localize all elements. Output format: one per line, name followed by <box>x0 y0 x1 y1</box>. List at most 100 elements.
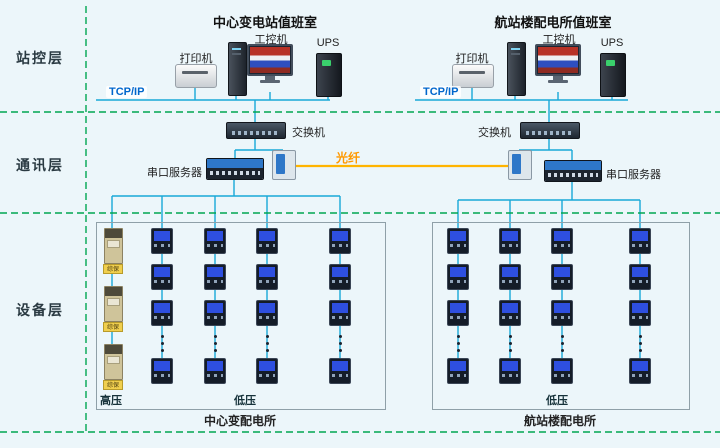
ellipsis-dot <box>265 335 269 338</box>
meter-buttons <box>450 244 466 247</box>
meter-buttons <box>554 316 570 319</box>
layer-label-comm: 通讯层 <box>16 157 64 173</box>
meter-buttons <box>632 316 648 319</box>
ellipsis-dot <box>638 335 642 338</box>
power-meter-icon <box>204 300 226 326</box>
power-meter-icon <box>499 358 521 384</box>
meter-screen <box>632 361 648 371</box>
protection-relay-icon <box>104 286 123 322</box>
protection-relay-icon <box>104 344 123 380</box>
meter-buttons <box>332 280 348 283</box>
ellipsis-dot <box>456 349 460 352</box>
ellipsis-dot <box>508 335 512 338</box>
meter-screen <box>259 303 275 313</box>
meter-buttons <box>450 280 466 283</box>
power-meter-icon <box>256 300 278 326</box>
meter-screen <box>332 231 348 241</box>
ellipsis-dot <box>560 335 564 338</box>
layer-divider-lines <box>0 6 720 433</box>
meter-buttons <box>259 280 275 283</box>
power-meter-icon <box>447 300 469 326</box>
power-meter-icon <box>204 228 226 254</box>
ellipsis-dot <box>213 335 217 338</box>
meter-buttons <box>332 374 348 377</box>
power-meter-icon <box>447 358 469 384</box>
ellipsis-dot <box>338 349 342 352</box>
pc-tower-icon-right <box>507 42 526 96</box>
meter-screen <box>502 267 518 277</box>
ellipsis-dot <box>508 349 512 352</box>
switch-icon-left <box>226 122 286 139</box>
ellipsis-dot <box>338 335 342 338</box>
ellipsis-dot <box>456 342 460 345</box>
meter-buttons <box>450 316 466 319</box>
monitor-frame <box>535 44 581 76</box>
ellipsis-dot <box>560 349 564 352</box>
power-meter-icon <box>256 264 278 290</box>
meter-screen <box>450 231 466 241</box>
meter-screen <box>259 231 275 241</box>
power-meter-icon <box>329 228 351 254</box>
meter-buttons <box>632 374 648 377</box>
ellipsis-dot <box>456 335 460 338</box>
meter-screen <box>554 231 570 241</box>
power-meter-icon <box>447 264 469 290</box>
meter-screen <box>554 267 570 277</box>
serial-server-label-left: 串口服务器 <box>147 167 202 179</box>
room-right-title: 航站楼配电所值班室 <box>494 15 612 30</box>
serial-server-icon-left <box>206 158 264 180</box>
meter-buttons <box>502 244 518 247</box>
tcpip-label-left: TCP/IP <box>106 86 148 98</box>
meter-buttons <box>154 316 170 319</box>
meter-screen <box>154 267 170 277</box>
protection-relay-tag: 综保 <box>103 380 123 390</box>
monitor-stand <box>553 76 563 80</box>
ellipsis-dot <box>213 349 217 352</box>
serial-server-ports <box>207 168 263 179</box>
meter-buttons <box>554 244 570 247</box>
power-meter-icon <box>329 300 351 326</box>
meter-screen <box>259 361 275 371</box>
power-meter-icon <box>551 228 573 254</box>
meter-screen <box>332 303 348 313</box>
meter-buttons <box>332 316 348 319</box>
power-meter-icon <box>629 358 651 384</box>
meter-buttons <box>502 280 518 283</box>
meter-buttons <box>332 244 348 247</box>
monitor-base <box>260 80 280 83</box>
fiber-label: 光纤 <box>336 151 361 165</box>
meter-screen <box>207 361 223 371</box>
ellipsis-dot <box>160 342 164 345</box>
ellipsis-dot <box>213 342 217 345</box>
power-meter-icon <box>329 358 351 384</box>
printer-label-right: 打印机 <box>455 53 489 65</box>
monitor-icon-right <box>535 44 581 83</box>
meter-buttons <box>259 244 275 247</box>
monitor-base <box>548 80 568 83</box>
ellipsis-dot <box>560 342 564 345</box>
meter-screen <box>450 267 466 277</box>
meter-screen <box>259 267 275 277</box>
meter-buttons <box>632 280 648 283</box>
meter-screen <box>502 361 518 371</box>
protection-relay-icon <box>104 228 123 264</box>
meter-screen <box>632 231 648 241</box>
printer-icon-left <box>175 64 217 88</box>
station-box-right <box>432 222 690 410</box>
fiber-converter-icon-left <box>272 150 296 180</box>
protection-relay-tag: 综保 <box>103 264 123 274</box>
lv-label-right: 低压 <box>546 395 568 407</box>
serial-server-icon-right <box>544 160 602 182</box>
meter-screen <box>554 303 570 313</box>
power-meter-icon <box>151 228 173 254</box>
layer-label-device: 设备层 <box>16 302 64 318</box>
fiber-converter-icon-right <box>508 150 532 180</box>
power-meter-icon <box>551 358 573 384</box>
protection-relay-tag: 综保 <box>103 322 123 332</box>
power-meter-icon <box>551 264 573 290</box>
serial-server-label-right: 串口服务器 <box>606 169 661 181</box>
ellipsis-dot <box>638 349 642 352</box>
meter-screen <box>154 361 170 371</box>
